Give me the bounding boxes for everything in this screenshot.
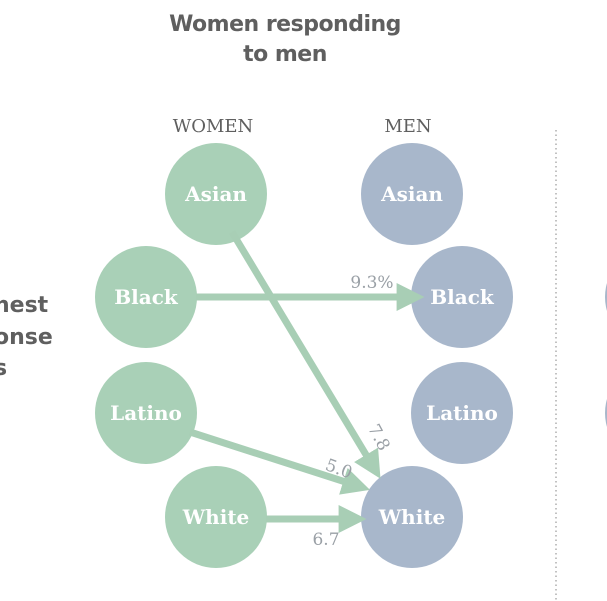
men-circle	[411, 362, 513, 464]
side-text-line-1: hest	[0, 293, 49, 318]
men-node-black: Black	[411, 246, 513, 348]
women-circle	[95, 246, 197, 348]
men-circle	[361, 143, 463, 245]
women-node-asian: Asian	[165, 143, 267, 245]
women-node-label: Asian	[184, 182, 247, 206]
flow-value-label: 7.8	[363, 421, 393, 454]
flow-value-label: 9.3%	[350, 273, 393, 293]
women-node-black: Black	[95, 246, 197, 348]
men-node-asian: Asian	[361, 143, 463, 245]
men-node-white: White	[361, 466, 463, 568]
men-circle	[361, 466, 463, 568]
men-column-header: MEN	[384, 116, 431, 137]
men-node-latino: Latino	[411, 362, 513, 464]
women-node-label: Black	[114, 285, 179, 309]
flow-arrow-asian-to-white	[229, 230, 381, 479]
women-circle	[165, 466, 267, 568]
women-column-header: WOMEN	[173, 116, 254, 137]
flow-value-label: 6.7	[312, 530, 339, 550]
women-node-latino: Latino	[95, 362, 197, 464]
women-node-white: White	[165, 466, 267, 568]
men-node-label: Asian	[380, 182, 443, 206]
flow-arrow-latino-to-white	[188, 428, 370, 495]
men-node-label: Black	[430, 285, 495, 309]
side-text-line-2: onse	[0, 325, 53, 350]
title-line-2: to men	[243, 42, 327, 67]
chart-title: Women responding to men	[0, 10, 570, 70]
title-line-1: Women responding	[169, 12, 401, 37]
side-text-line-3: s	[0, 356, 8, 381]
women-node-label: White	[182, 505, 250, 529]
men-node-label: White	[378, 505, 446, 529]
men-node-label: Latino	[426, 401, 498, 425]
women-node-label: Latino	[110, 401, 182, 425]
women-circle	[165, 143, 267, 245]
women-circle	[95, 362, 197, 464]
men-circle	[411, 246, 513, 348]
